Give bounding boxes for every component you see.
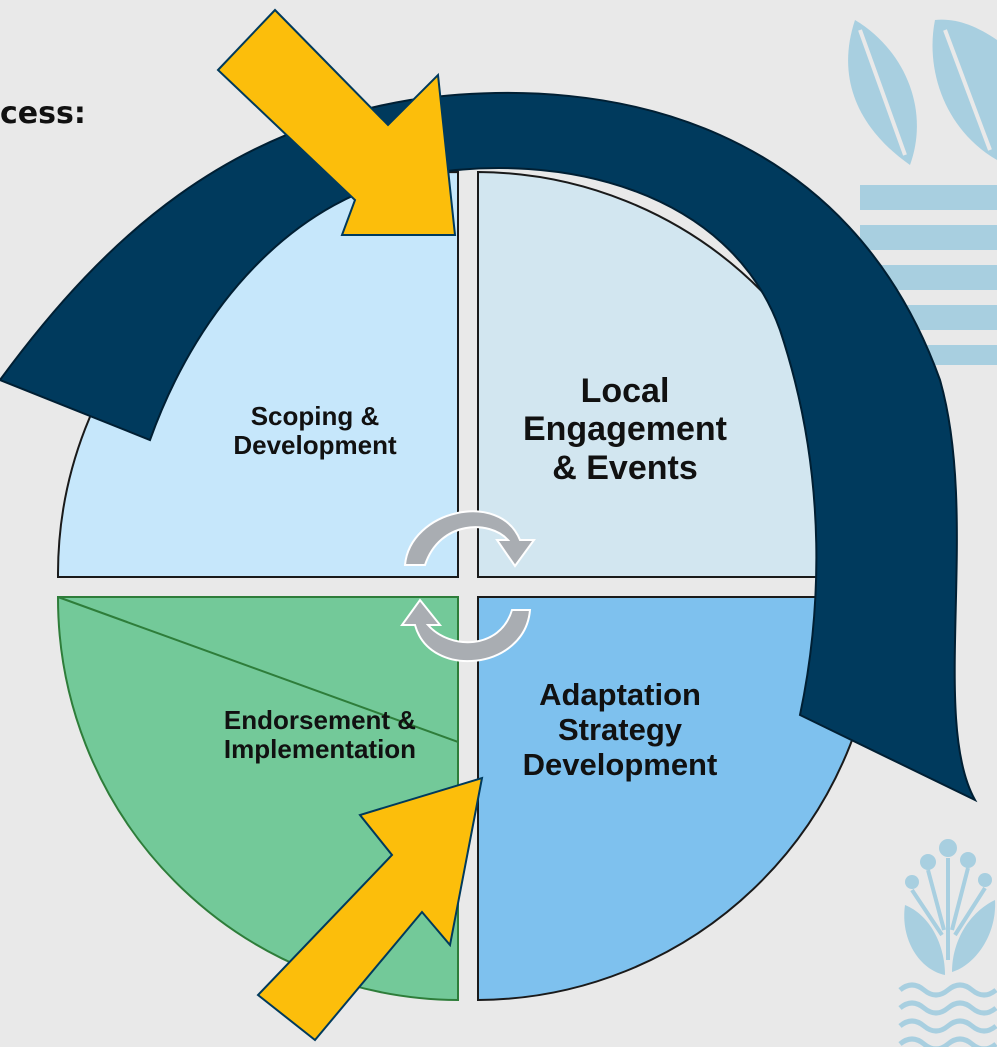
quadrant-label-adaptation: Adaptation Strategy Development	[490, 677, 750, 782]
quadrant-label-line: & Events	[552, 448, 698, 487]
page-heading: cess:	[0, 96, 86, 131]
quadrant-label-scoping: Scoping & Development	[200, 401, 430, 461]
quadrant-label-engagement: Local Engagement & Events	[490, 372, 760, 487]
yellow-arrow-top	[216, 8, 457, 236]
leaf-icon	[848, 19, 997, 365]
quadrant-label-endorsement: Endorsement & Implementation	[180, 705, 460, 765]
quadrant-label-line: Engagement	[522, 410, 728, 449]
quadrant-label-line: Development	[233, 430, 397, 461]
quadrant-label-line: Strategy	[557, 712, 683, 748]
yellow-arrow-bottom	[256, 776, 484, 1042]
quadrant-label-line: Endorsement &	[223, 705, 417, 735]
cycle-arrow-top	[403, 510, 536, 568]
cycle-arrows	[400, 510, 536, 663]
plant-icon	[904, 839, 996, 975]
cycle-arrow-bottom	[400, 598, 532, 663]
quadrant-label-line: Adaptation	[539, 677, 701, 712]
quadrant-label-line: Implementation	[223, 734, 417, 765]
quadrant-label-line: Local	[580, 372, 670, 410]
quadrant-label-line: Scoping &	[250, 401, 380, 431]
quadrant-label-line: Development	[522, 747, 718, 783]
waves-icon	[898, 982, 997, 1047]
